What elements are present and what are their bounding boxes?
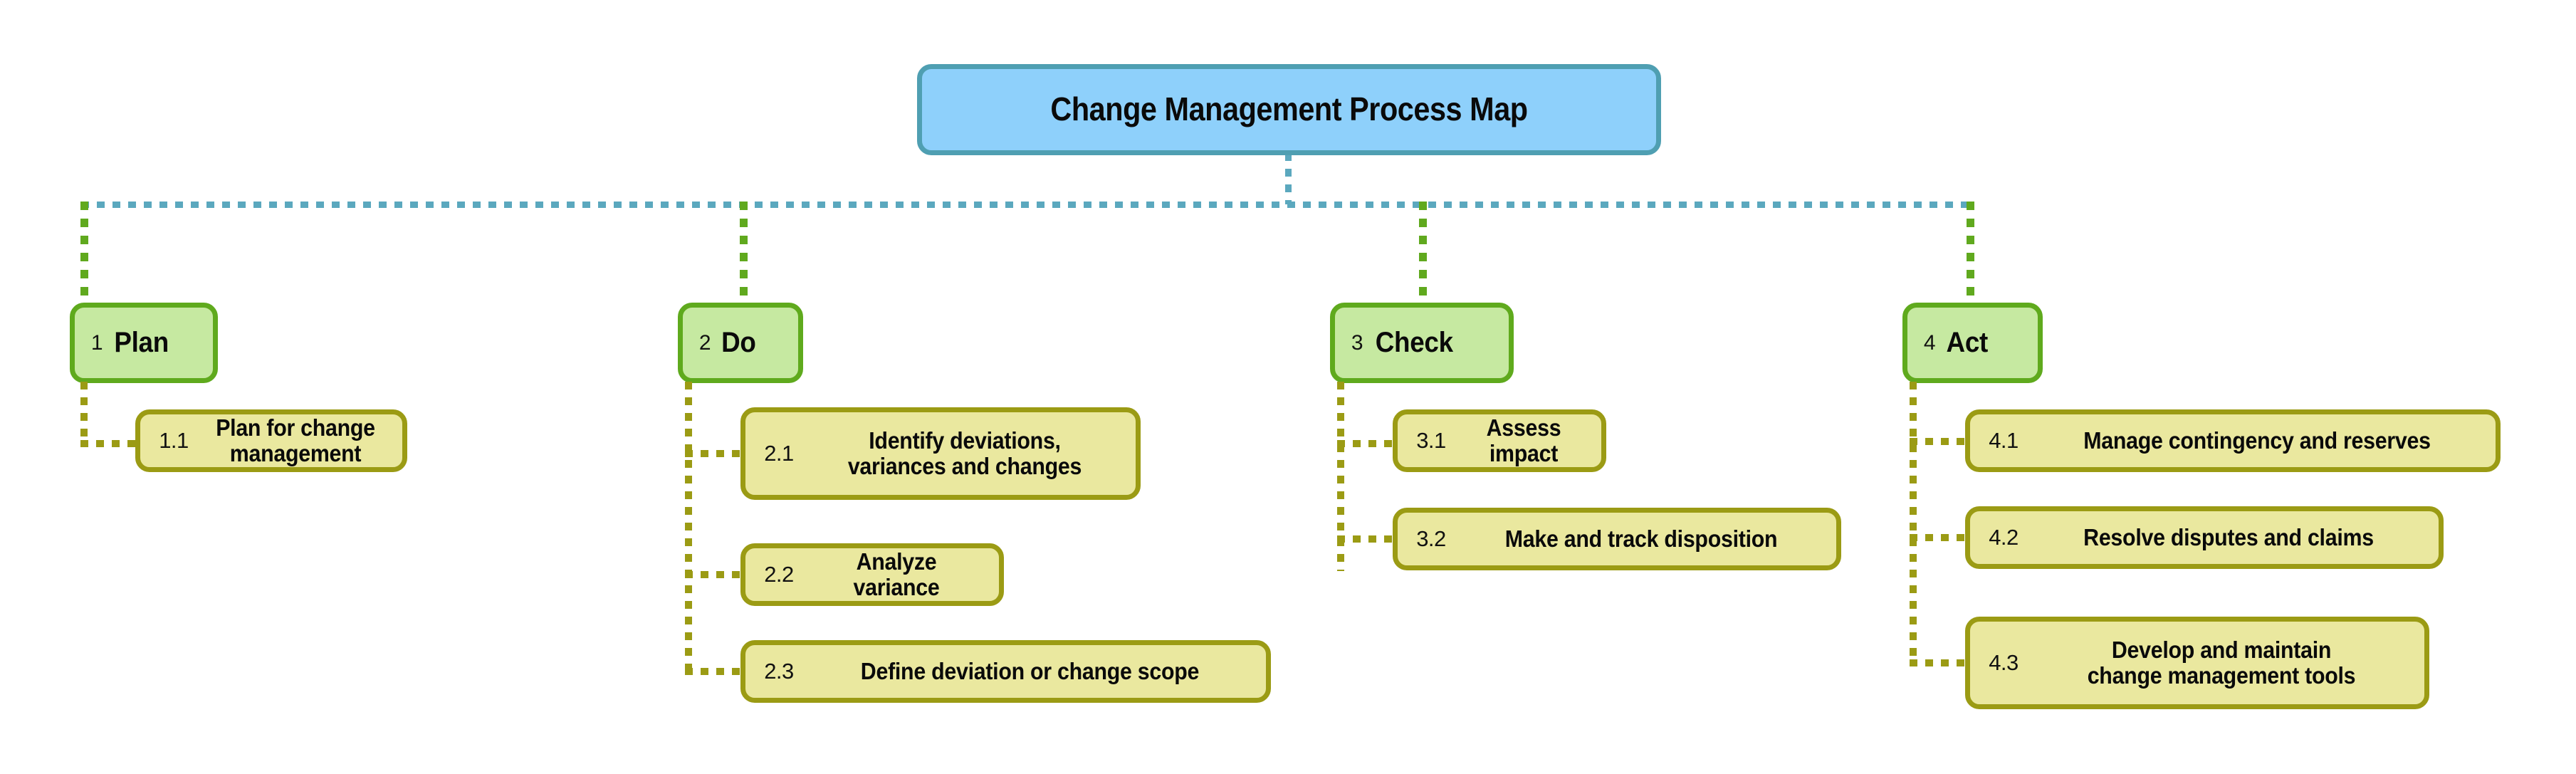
connector-stub-2-3	[685, 668, 746, 675]
branch-node-2-number: 2	[698, 330, 711, 355]
leaf-node-4-1[interactable]: 4.1 Manage contingency and reserves	[1965, 409, 2501, 472]
connector-spine-branch-2	[685, 382, 692, 668]
leaf-node-2-1-label: Identify deviations, variances and chang…	[847, 427, 1082, 479]
branch-node-4-number: 4	[1923, 330, 1936, 355]
connector-bus-to-branch-4	[1967, 202, 1974, 307]
leaf-node-3-2-label: Make and track disposition	[1504, 525, 1778, 553]
branch-node-1-plan[interactable]: 1 Plan	[70, 303, 218, 383]
connector-spine-branch-3	[1337, 382, 1344, 571]
leaf-node-4-2[interactable]: 4.2 Resolve disputes and claims	[1965, 506, 2444, 569]
connector-stub-4-1	[1910, 438, 1971, 445]
connector-bus-to-branch-3	[1419, 202, 1427, 307]
connector-stub-4-3	[1910, 659, 1971, 666]
connector-stub-3-1	[1337, 440, 1398, 447]
branch-node-1-label: Plan	[114, 326, 169, 358]
leaf-node-4-3[interactable]: 4.3 Develop and maintain change manageme…	[1965, 617, 2429, 709]
leaf-node-3-2-number: 3.2	[1416, 526, 1446, 551]
root-node-label: Change Management Process Map	[1050, 90, 1528, 128]
leaf-node-4-2-label: Resolve disputes and claims	[2083, 524, 2374, 551]
branch-node-2-do[interactable]: 2 Do	[678, 303, 803, 383]
leaf-node-2-2-number: 2.2	[764, 562, 794, 587]
connector-bus-to-branch-1	[80, 202, 88, 307]
connector-stub-1-1	[80, 440, 139, 447]
leaf-node-2-3-number: 2.3	[764, 659, 794, 684]
leaf-node-1-1-label: Plan for change management	[216, 414, 375, 466]
connector-bus-to-branch-2	[740, 202, 748, 307]
branch-node-4-label: Act	[1946, 326, 1989, 358]
branch-node-3-number: 3	[1351, 330, 1363, 355]
branch-node-3-label: Check	[1375, 326, 1453, 358]
connector-spine-branch-1	[80, 382, 88, 444]
leaf-node-2-2-label: Analyze variance	[853, 548, 940, 600]
connector-spine-branch-4	[1910, 382, 1917, 659]
leaf-node-1-1[interactable]: 1.1 Plan for change management	[135, 409, 407, 472]
leaf-node-1-1-number: 1.1	[159, 428, 189, 453]
leaf-node-4-3-number: 4.3	[1989, 650, 2019, 675]
connector-horizontal-bus	[81, 202, 1972, 208]
leaf-node-3-1-number: 3.1	[1416, 428, 1446, 453]
branch-node-3-check[interactable]: 3 Check	[1330, 303, 1514, 383]
leaf-node-3-1-label: Assess impact	[1486, 414, 1561, 466]
leaf-node-4-1-label: Manage contingency and reserves	[2083, 427, 2431, 454]
root-node-change-management-process-map[interactable]: Change Management Process Map	[917, 64, 1661, 155]
leaf-node-4-1-number: 4.1	[1989, 428, 2019, 453]
leaf-node-3-2[interactable]: 3.2 Make and track disposition	[1393, 508, 1841, 570]
leaf-node-3-1[interactable]: 3.1 Assess impact	[1393, 409, 1606, 472]
leaf-node-2-2[interactable]: 2.2 Analyze variance	[740, 543, 1004, 606]
connector-stub-2-2	[685, 571, 746, 578]
connector-stub-3-2	[1337, 535, 1398, 543]
branch-node-4-act[interactable]: 4 Act	[1902, 303, 2043, 383]
branch-node-2-label: Do	[721, 326, 756, 358]
leaf-node-2-3[interactable]: 2.3 Define deviation or change scope	[740, 640, 1271, 703]
leaf-node-4-3-label: Develop and maintain change management t…	[2087, 637, 2356, 689]
leaf-node-2-1-number: 2.1	[764, 441, 794, 466]
leaf-node-4-2-number: 4.2	[1989, 525, 2019, 550]
branch-node-1-number: 1	[90, 330, 103, 355]
connector-stub-4-2	[1910, 534, 1971, 541]
connector-root-stub	[1285, 153, 1292, 204]
leaf-node-2-3-label: Define deviation or change scope	[860, 658, 1200, 685]
leaf-node-2-1[interactable]: 2.1 Identify deviations, variances and c…	[740, 407, 1141, 500]
connector-stub-2-1	[685, 450, 746, 457]
